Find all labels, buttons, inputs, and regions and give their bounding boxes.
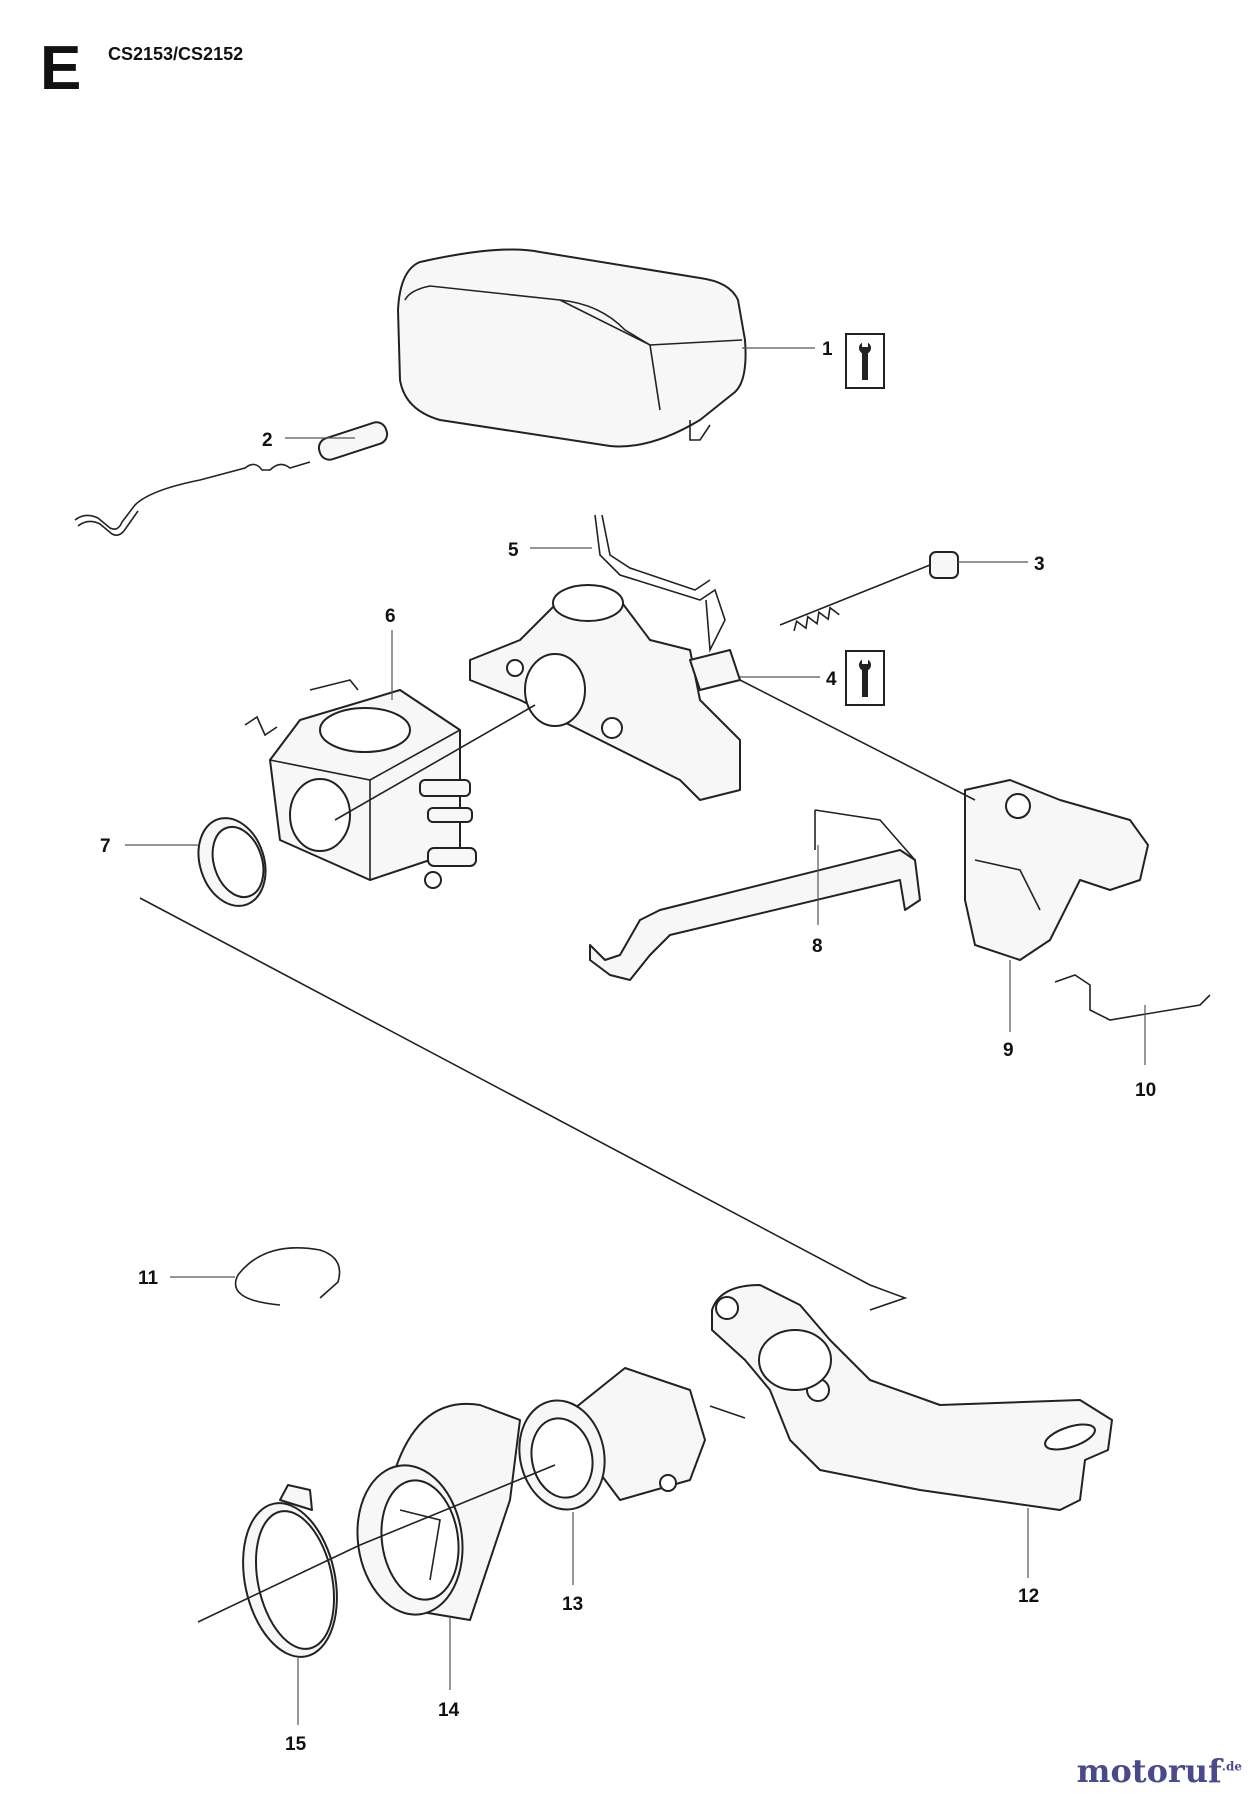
- model-code: CS2153/CS2152: [108, 44, 244, 64]
- part-1-air-filter-cover: [397, 248, 747, 448]
- part-adaptor-body: [469, 584, 741, 801]
- watermark-tld: .de: [1221, 1759, 1242, 1774]
- part-2-rod: [74, 421, 389, 536]
- watermark-brand: motoruf: [1076, 1752, 1222, 1790]
- part-11-circlip: [234, 1247, 341, 1306]
- label-part-13: 13: [562, 1594, 583, 1615]
- part-8-lever: [589, 809, 921, 981]
- wrench-icon: [845, 333, 885, 389]
- part-12-manifold: [709, 1284, 1113, 1511]
- part-3-bolt: [779, 551, 959, 632]
- part-5-bracket: [594, 514, 726, 653]
- part-10-spring: [1054, 974, 1211, 1021]
- label-part-11: 11: [138, 1268, 159, 1289]
- label-part-5: 5: [508, 540, 519, 561]
- part-15-clamp: [242, 1484, 338, 1658]
- label-part-2: 2: [262, 430, 273, 451]
- part-14-duct: [356, 1402, 521, 1621]
- label-part-1: 1: [822, 339, 833, 360]
- label-part-3: 3: [1034, 554, 1045, 575]
- part-13-intake-boot: [518, 1367, 706, 1511]
- part-7-ring: [197, 817, 267, 907]
- label-part-6: 6: [385, 606, 396, 627]
- wrench-icon: [845, 650, 885, 706]
- watermark-logo: motoruf.de: [1077, 1752, 1242, 1790]
- label-part-8: 8: [812, 936, 823, 957]
- label-part-15: 15: [285, 1734, 307, 1755]
- label-part-9: 9: [1003, 1040, 1014, 1061]
- label-part-7: 7: [100, 836, 111, 857]
- label-part-14: 14: [438, 1700, 460, 1721]
- section-letter: E: [40, 34, 82, 103]
- part-9-trigger: [964, 779, 1149, 961]
- label-part-4: 4: [826, 669, 837, 690]
- label-part-10: 10: [1135, 1080, 1156, 1101]
- part-6-carburetor: [244, 679, 477, 889]
- label-part-12: 12: [1018, 1586, 1039, 1607]
